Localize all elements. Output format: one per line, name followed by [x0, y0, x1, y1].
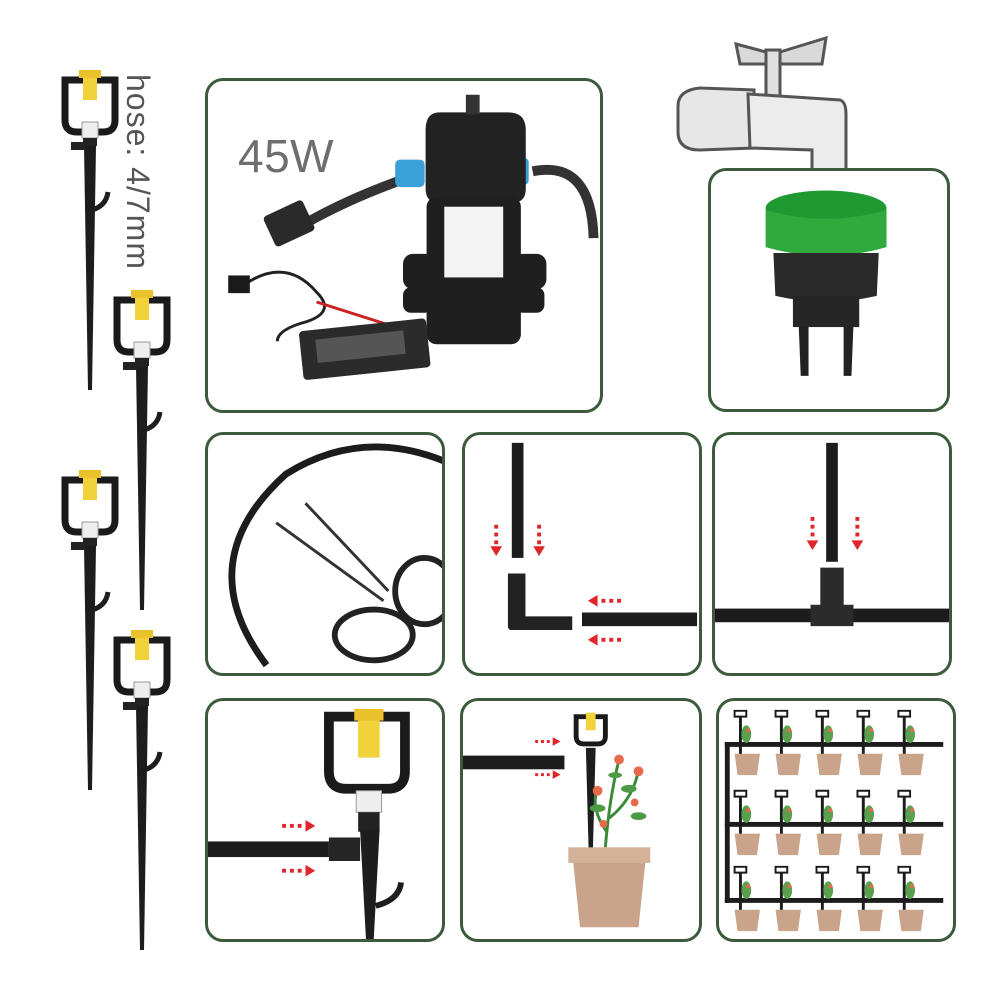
tee-connector-icon: [715, 442, 949, 627]
potted-plant-module: [815, 709, 842, 776]
sprinkler-stake-icon: [208, 708, 410, 939]
tee-connector-panel: [712, 432, 952, 676]
potted-plant-module: [815, 865, 842, 932]
potted-plant-module: [733, 865, 760, 932]
sprinkler-grid-panel: [716, 698, 956, 942]
hose-size-label: hose: 4/7mm: [120, 74, 156, 270]
pump-icon: [228, 94, 599, 380]
cut-tubing-panel: [205, 432, 445, 676]
potted-plant-module: [856, 789, 883, 856]
flower-pot-icon: [463, 712, 651, 928]
potted-plant-module: [897, 865, 924, 932]
potted-plant-module: [856, 709, 883, 776]
stake-connection-panel: [205, 698, 445, 942]
potted-plant-module: [774, 789, 801, 856]
sprinkler-stake-icon: [65, 70, 115, 390]
potted-plant-module: [733, 789, 760, 856]
potted-plant-panel: [460, 698, 702, 942]
potted-plant-module: [897, 709, 924, 776]
faucet-icon: [676, 35, 848, 192]
potted-plant-module: [774, 709, 801, 776]
sprinkler-stake-icon: [117, 630, 167, 950]
tap-connector-panel: [708, 168, 950, 412]
scissors-icon: [228, 443, 442, 668]
power-rating-label: 45W: [238, 130, 335, 182]
potted-plant-module: [856, 865, 883, 932]
potted-plant-module: [774, 865, 801, 932]
sprinkler-stake-icon: [65, 470, 115, 790]
potted-plant-module: [815, 789, 842, 856]
pump-panel: 45W: [205, 78, 603, 413]
potted-plant-module: [897, 789, 924, 856]
sprinkler-stake-icon: [117, 290, 167, 610]
flower-pot-icon: [724, 709, 944, 932]
potted-plant-module: [733, 709, 760, 776]
elbow-connector-icon: [490, 442, 698, 646]
quick-connector-icon: [765, 190, 887, 376]
elbow-connector-panel: [462, 432, 702, 676]
